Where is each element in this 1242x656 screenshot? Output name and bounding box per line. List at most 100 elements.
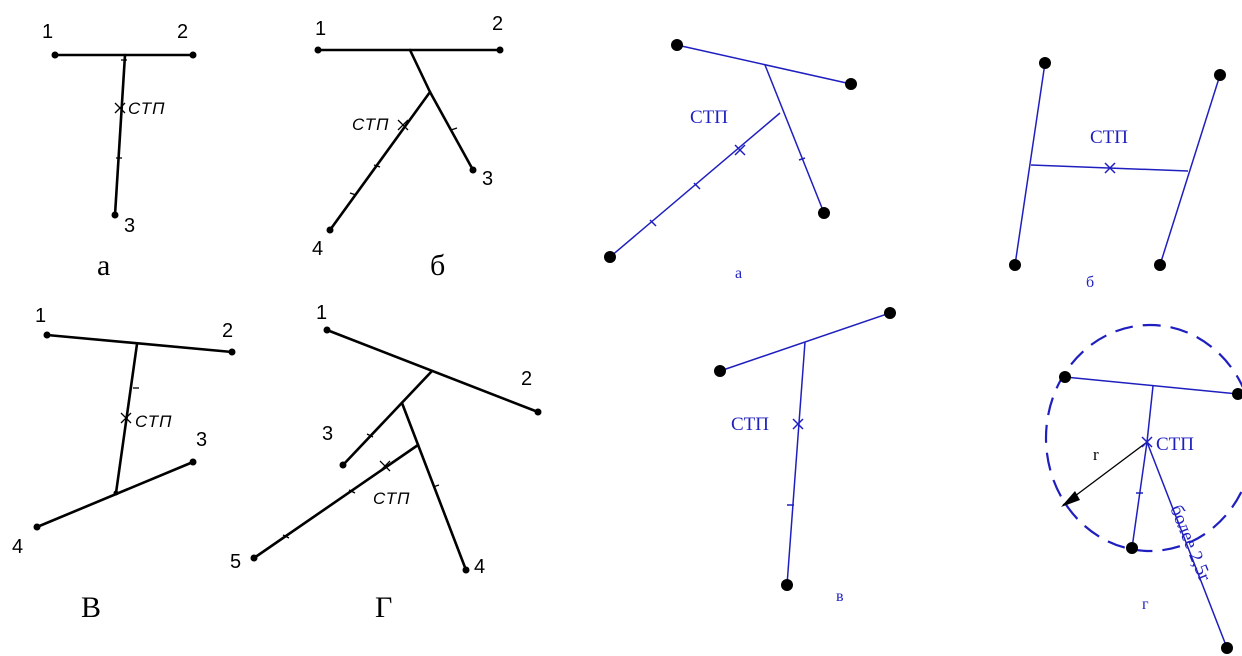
caption-g: Г xyxy=(375,591,392,624)
node xyxy=(818,207,830,219)
label-3: 3 xyxy=(196,429,207,451)
tick xyxy=(366,433,374,438)
right-diagram-b: СТП б xyxy=(1009,57,1226,291)
node-5 xyxy=(250,554,258,562)
line-1-2 xyxy=(45,333,234,354)
stp-cross xyxy=(792,418,804,430)
stp-cross xyxy=(397,119,409,131)
node-3 xyxy=(469,166,477,174)
label-2: 2 xyxy=(177,21,188,43)
label-1: 1 xyxy=(315,18,326,40)
node xyxy=(1221,642,1233,654)
tick xyxy=(373,164,381,168)
right-diagram-v: СТП в xyxy=(714,307,896,605)
label-4: 4 xyxy=(312,238,323,260)
label-2: 2 xyxy=(222,320,233,342)
stp-label: СТП xyxy=(373,489,410,508)
node-3 xyxy=(339,461,347,469)
node-4 xyxy=(462,566,470,574)
stp-label: СТП xyxy=(690,107,728,128)
label-1: 1 xyxy=(42,21,53,43)
line-stem xyxy=(786,341,806,586)
caption-v: В xyxy=(81,591,101,624)
line-stem xyxy=(1146,385,1154,443)
node xyxy=(1009,259,1021,271)
stp-label: СТП xyxy=(731,414,769,435)
caption-v: в xyxy=(836,588,844,605)
line-left xyxy=(1014,62,1046,266)
label-1: 1 xyxy=(316,302,327,324)
node xyxy=(845,78,857,90)
node-1 xyxy=(323,326,331,334)
node-4 xyxy=(33,523,41,531)
tick xyxy=(798,157,806,161)
node-2 xyxy=(496,46,504,54)
tick xyxy=(649,219,657,227)
tick xyxy=(432,484,440,488)
stp-label: СТП xyxy=(1156,434,1194,455)
line-to-5 xyxy=(252,443,420,560)
line-right xyxy=(1159,74,1221,266)
node-1 xyxy=(314,46,322,54)
line-stem-3 xyxy=(113,53,127,217)
label-2: 2 xyxy=(521,368,532,390)
stp-cross xyxy=(120,412,132,424)
line-top xyxy=(1064,376,1239,395)
caption-a: а xyxy=(97,249,110,282)
radius-label: r xyxy=(1093,445,1099,464)
right-diagram-a: СТП а xyxy=(604,39,857,282)
caption-a: а xyxy=(735,265,742,282)
node xyxy=(604,251,616,263)
caption-b: б xyxy=(1086,274,1094,291)
stp-cross xyxy=(1104,162,1116,174)
dashed-circle xyxy=(1044,323,1242,553)
node xyxy=(1232,388,1242,400)
line-junction xyxy=(408,48,432,94)
node xyxy=(781,579,793,591)
stp-cross xyxy=(1141,436,1153,448)
node xyxy=(1059,371,1071,383)
line-far xyxy=(1146,441,1228,649)
caption-g: г xyxy=(1142,596,1149,613)
node xyxy=(1214,69,1226,81)
node xyxy=(714,365,726,377)
stp-cross xyxy=(379,460,391,472)
stp-label: СТП xyxy=(135,412,172,431)
node xyxy=(884,307,896,319)
label-4: 4 xyxy=(12,536,23,558)
label-3: 3 xyxy=(124,215,135,237)
line-top xyxy=(676,44,852,85)
right-diagram-g: СТП r более 2,5r г xyxy=(1044,323,1242,654)
junction xyxy=(113,490,119,496)
node-4 xyxy=(326,226,334,234)
label-2: 2 xyxy=(492,13,503,35)
line-to-4 xyxy=(328,90,432,232)
stp-cross xyxy=(114,102,126,114)
tick xyxy=(348,489,356,494)
stp-cross xyxy=(734,144,746,156)
label-1: 1 xyxy=(35,305,46,327)
node-3 xyxy=(189,458,197,466)
line-to-3 xyxy=(428,90,475,172)
node xyxy=(1126,542,1138,554)
label-5: 5 xyxy=(230,551,241,573)
radius-line xyxy=(1062,441,1148,506)
stp-label: СТП xyxy=(128,99,165,118)
left-diagram-v: 1 2 3 4 СТП В xyxy=(12,305,236,624)
node-1 xyxy=(51,51,59,59)
arrow-head-icon xyxy=(1061,491,1080,507)
node-2 xyxy=(228,348,236,356)
node-3 xyxy=(111,211,119,219)
node xyxy=(1154,259,1166,271)
tick xyxy=(349,192,357,196)
distance-label: более 2,5r xyxy=(1165,502,1215,585)
label-3: 3 xyxy=(482,168,493,190)
label-4: 4 xyxy=(474,556,485,578)
label-3: 3 xyxy=(322,423,333,445)
node xyxy=(671,39,683,51)
left-diagram-a: 1 2 3 СТП а xyxy=(42,21,197,282)
left-diagram-g: 1 2 3 4 5 СТП Г xyxy=(230,302,542,624)
node xyxy=(1039,57,1051,69)
node-2 xyxy=(189,51,197,59)
